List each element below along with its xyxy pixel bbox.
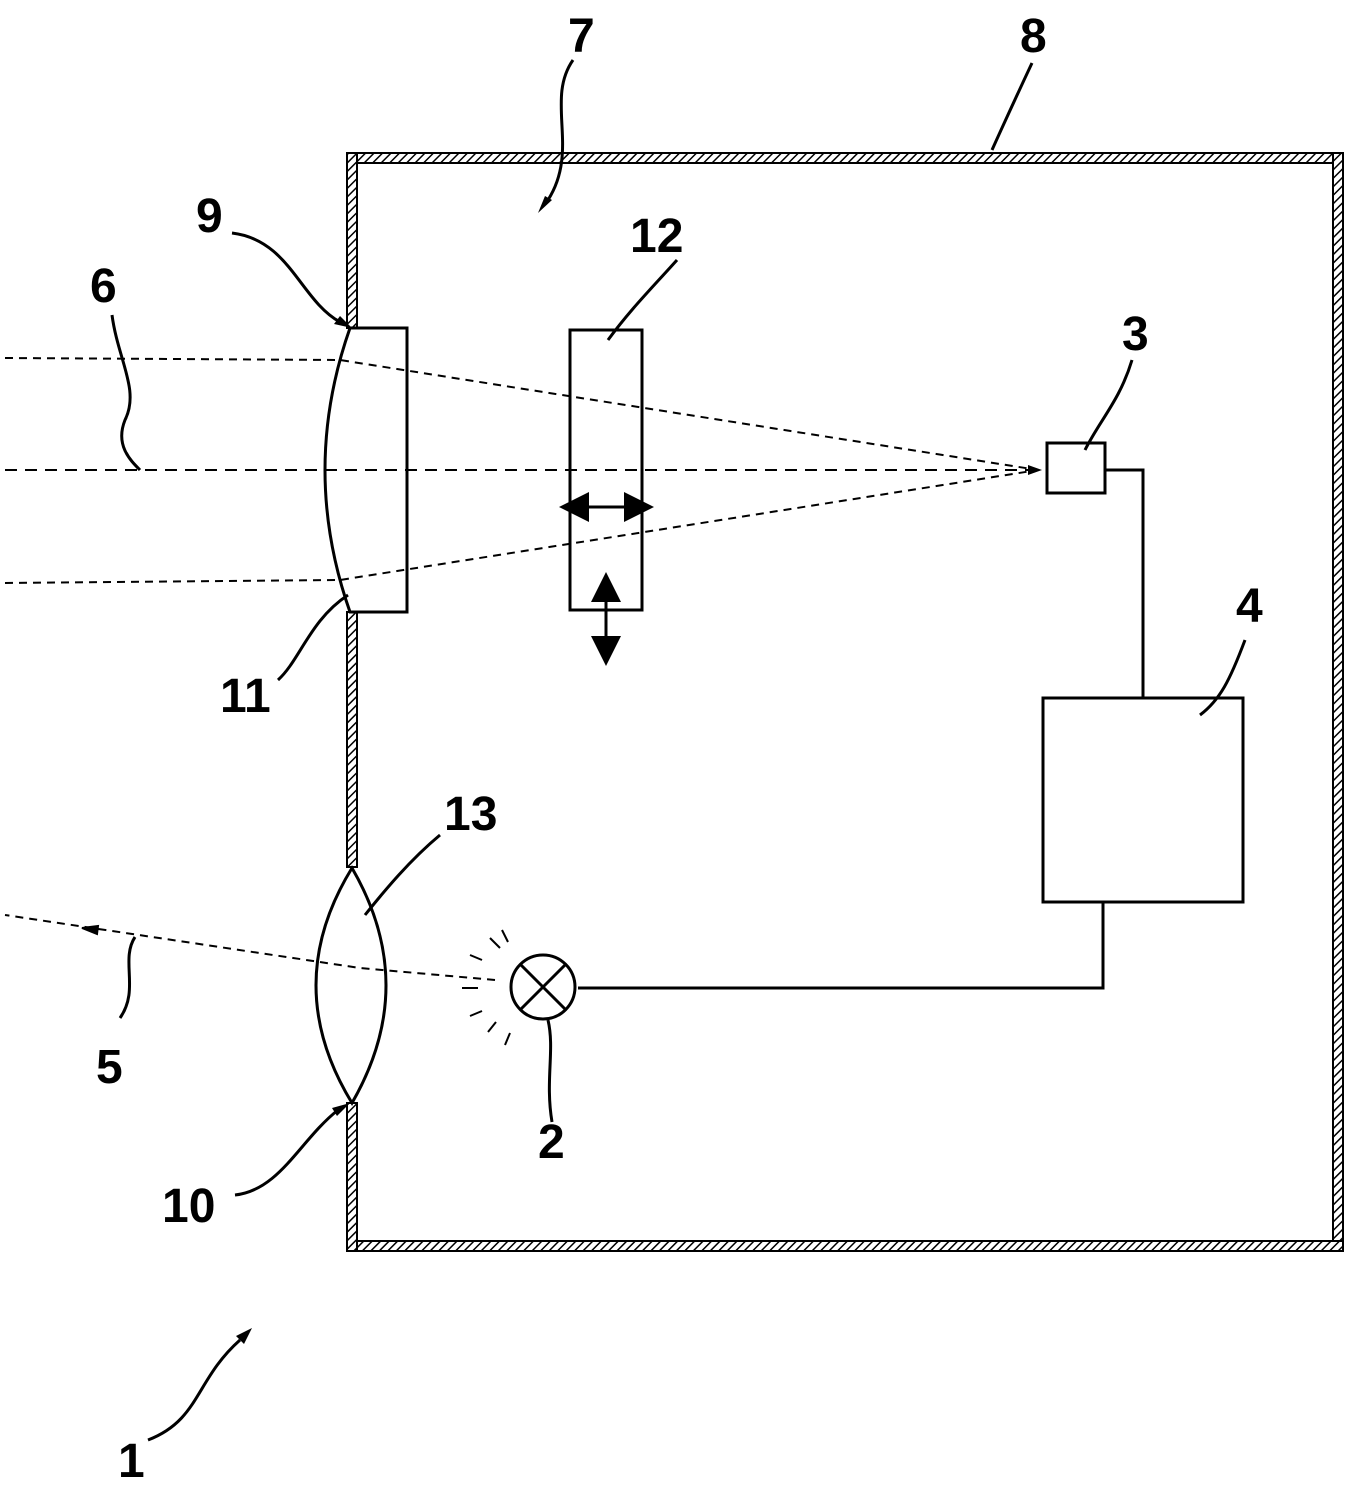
label-received-beam: 6 bbox=[90, 260, 117, 313]
reference-labels: 8 7 9 12 6 3 4 11 13 5 2 10 1 bbox=[90, 10, 1263, 1488]
label-transmit-lens: 13 bbox=[444, 788, 497, 841]
label-detector: 3 bbox=[1122, 308, 1149, 361]
label-movable-element: 12 bbox=[630, 210, 683, 263]
label-device: 1 bbox=[118, 1435, 145, 1488]
label-transmit-window: 10 bbox=[162, 1180, 215, 1233]
wiring bbox=[578, 470, 1143, 988]
detector bbox=[1047, 443, 1105, 493]
control-unit bbox=[1043, 698, 1243, 902]
leader-lines bbox=[112, 60, 1245, 1440]
label-interior: 7 bbox=[568, 10, 595, 63]
label-receive-lens: 11 bbox=[220, 670, 271, 723]
movable-element bbox=[565, 330, 648, 660]
housing bbox=[347, 153, 1343, 1251]
label-light-source: 2 bbox=[538, 1116, 565, 1169]
label-emitted-beam: 5 bbox=[96, 1041, 123, 1094]
label-housing: 8 bbox=[1020, 10, 1047, 63]
emitted-beam bbox=[5, 915, 495, 980]
label-receive-window: 9 bbox=[196, 190, 223, 243]
received-beam bbox=[5, 358, 1042, 583]
label-control-unit: 4 bbox=[1236, 580, 1263, 633]
light-source bbox=[462, 930, 575, 1045]
